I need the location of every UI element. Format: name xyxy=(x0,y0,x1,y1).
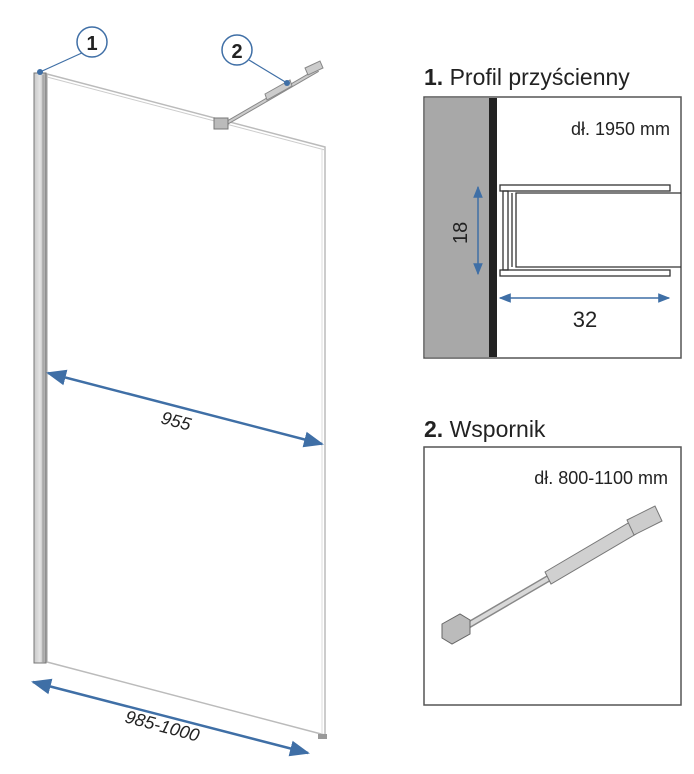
callout-1-label: 1 xyxy=(86,33,97,55)
panel2-length: dł. 800-1100 mm xyxy=(534,468,668,488)
height-dim-label: 18 xyxy=(450,222,472,244)
depth-dim-label: 32 xyxy=(573,307,597,332)
panel2-heading: 2. Wspornik xyxy=(424,416,546,442)
detail-wall-profile: 1. Profil przyścienny dł. 1950 mm 18 32 xyxy=(423,64,682,359)
bracket-illustration xyxy=(441,505,663,645)
floor-foot xyxy=(318,734,327,739)
callout-2: 2 xyxy=(221,34,290,86)
callout-1: 1 xyxy=(37,26,108,75)
detail-bracket: 2. Wspornik dł. 800-1100 mm xyxy=(423,416,682,706)
glass-panel xyxy=(46,73,327,739)
total-width-label: 985-1000 xyxy=(123,707,202,746)
profile-cross-section xyxy=(499,184,681,277)
wall-profile xyxy=(33,72,47,664)
panel1-length: dł. 1950 mm xyxy=(571,119,670,139)
panel1-heading: 1. Profil przyścienny xyxy=(424,64,630,90)
dimension-glass-width: 955 xyxy=(46,369,324,448)
callout-2-label: 2 xyxy=(231,41,242,63)
